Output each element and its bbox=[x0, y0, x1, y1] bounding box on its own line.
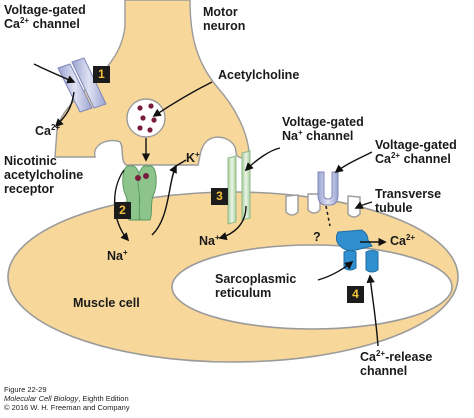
label-na-ion-mid: Na+ bbox=[199, 233, 220, 249]
transverse-tubule bbox=[285, 193, 361, 218]
tubule-ca-channel bbox=[317, 171, 339, 206]
arrow-k-label bbox=[175, 159, 187, 167]
step-1-badge: 1 bbox=[93, 66, 110, 83]
arrow-release-label bbox=[366, 274, 379, 347]
synaptic-vesicle bbox=[126, 98, 166, 138]
arrow-vg-ca2-label bbox=[334, 151, 373, 174]
label-question-mark: ? bbox=[313, 230, 321, 244]
label-ca-ion-neuron: Ca2+ bbox=[35, 123, 61, 139]
arrow-tt-label bbox=[354, 201, 373, 209]
caption-figure-number: Figure 22-29 bbox=[4, 385, 47, 394]
caption-book: Molecular Cell Biology, Eighth Edition bbox=[4, 394, 129, 403]
arrow-ach-label bbox=[152, 81, 213, 117]
acetylcholine-molecules bbox=[137, 103, 157, 133]
label-na-ion-left: Na+ bbox=[107, 248, 128, 264]
arrow-na-into-cell bbox=[218, 205, 247, 241]
label-ca-ion-right: Ca2+ bbox=[390, 233, 416, 249]
motor-neuron bbox=[54, 0, 250, 166]
arrow-vg-na-label bbox=[244, 147, 281, 172]
caption-copyright: © 2016 W. H. Freeman and Company bbox=[4, 403, 130, 412]
step-4-badge: 4 bbox=[347, 286, 364, 303]
figure-caption: Figure 22-29 Molecular Cell Biology, Eig… bbox=[4, 385, 130, 412]
arrow-ca-influx bbox=[54, 91, 75, 128]
label-muscle-cell: Muscle cell bbox=[73, 296, 140, 310]
arrow-sr-out bbox=[317, 260, 354, 281]
step-2-badge: 2 bbox=[114, 202, 131, 219]
label-acetylcholine: Acetylcholine bbox=[218, 68, 300, 82]
arrow-vg-ca-label bbox=[33, 63, 76, 84]
nicotinic-receptor bbox=[122, 165, 157, 221]
step-3-badge: 3 bbox=[211, 188, 228, 205]
sarcoplasmic-reticulum bbox=[171, 244, 453, 330]
arrow-k-out bbox=[151, 164, 177, 236]
ca-release-channel bbox=[335, 229, 379, 273]
label-k-ion: K+ bbox=[186, 150, 200, 166]
